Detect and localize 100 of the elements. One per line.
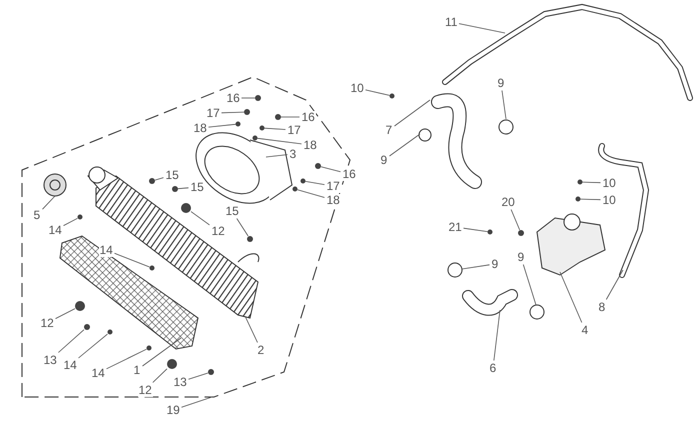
fastener-part bbox=[236, 122, 240, 126]
leader-line bbox=[63, 218, 78, 226]
fastener-part bbox=[576, 196, 580, 202]
leader-line bbox=[42, 196, 56, 210]
callout-number: 5 bbox=[32, 208, 42, 222]
leader-line bbox=[582, 182, 601, 184]
callout-number: 19 bbox=[166, 404, 181, 416]
callout-number: 3 bbox=[288, 148, 298, 160]
leader-line bbox=[510, 209, 520, 230]
callout-number: 1 bbox=[132, 364, 142, 376]
callout-number: 16 bbox=[226, 92, 241, 104]
fastener-part bbox=[150, 266, 154, 270]
fastener-part bbox=[172, 186, 178, 192]
leader-line bbox=[606, 270, 624, 300]
leader-line bbox=[55, 308, 76, 319]
callout-number: 14 bbox=[48, 224, 63, 236]
fastener-part bbox=[390, 94, 394, 98]
fastener-part bbox=[78, 214, 82, 220]
fastener-part bbox=[260, 126, 264, 130]
callout-number: 9 bbox=[380, 154, 388, 166]
callout-number: 12 bbox=[138, 384, 153, 396]
leader-line bbox=[188, 372, 208, 380]
callout-number: 15 bbox=[190, 180, 205, 194]
callout-number: 13 bbox=[42, 354, 58, 366]
leader-line bbox=[389, 134, 420, 156]
leader-line bbox=[305, 181, 325, 185]
leader-line bbox=[502, 90, 506, 120]
fastener-part bbox=[75, 301, 85, 311]
fastener-part bbox=[518, 230, 524, 236]
leader-line bbox=[522, 264, 536, 306]
callout-number: 8 bbox=[598, 300, 606, 314]
leader-line bbox=[244, 316, 258, 343]
callout-number: 21 bbox=[448, 220, 463, 234]
callout-number: 18 bbox=[326, 194, 341, 206]
leader-line bbox=[365, 90, 390, 96]
leader-line bbox=[181, 396, 212, 408]
fastener-part bbox=[578, 180, 582, 184]
leader-line bbox=[494, 310, 500, 361]
fastener-part bbox=[247, 236, 253, 242]
callout-number: 17 bbox=[286, 124, 302, 136]
callout-number: 14 bbox=[90, 366, 106, 380]
callout-number: 20 bbox=[500, 196, 516, 208]
callout-number: 14 bbox=[62, 358, 78, 372]
leader-line bbox=[394, 100, 430, 126]
leader-line bbox=[580, 198, 601, 200]
fastener-part bbox=[488, 230, 492, 234]
leader-line bbox=[257, 138, 302, 144]
fastener-part bbox=[244, 109, 250, 115]
callout-number: 17 bbox=[326, 180, 341, 192]
leader-line bbox=[458, 23, 506, 34]
leader-line bbox=[463, 228, 488, 232]
leader-line bbox=[208, 124, 236, 128]
callout-number: 10 bbox=[602, 176, 617, 190]
callout-number: 13 bbox=[172, 376, 188, 388]
leader-line bbox=[154, 177, 164, 180]
callout-number: 18 bbox=[192, 122, 208, 134]
leader-line bbox=[190, 211, 210, 226]
callout-number: 4 bbox=[580, 324, 590, 336]
fastener-part bbox=[149, 178, 155, 184]
leader-line bbox=[152, 368, 168, 383]
callout-number: 12 bbox=[210, 224, 226, 238]
leader-line bbox=[280, 116, 300, 118]
leader-line bbox=[142, 338, 182, 366]
leader-line bbox=[114, 252, 150, 268]
fastener-part bbox=[208, 369, 214, 375]
callout-number: 10 bbox=[602, 194, 617, 206]
fastener-part bbox=[300, 178, 306, 184]
fastener-part bbox=[108, 330, 112, 334]
leader-line bbox=[178, 187, 189, 190]
callout-number: 15 bbox=[164, 168, 180, 182]
callout-number: 7 bbox=[384, 124, 394, 136]
fastener-part bbox=[146, 346, 152, 350]
fastener-part bbox=[84, 324, 90, 330]
leader-line bbox=[297, 189, 325, 198]
fastener-part bbox=[252, 136, 258, 140]
callout-number: 9 bbox=[496, 76, 506, 90]
leader-line bbox=[560, 272, 582, 323]
leader-line bbox=[266, 154, 288, 158]
fastener-part bbox=[167, 359, 177, 369]
callout-number: 15 bbox=[224, 204, 240, 218]
leader-line bbox=[58, 329, 84, 353]
fastener-part bbox=[292, 186, 298, 192]
fastener-part bbox=[255, 95, 261, 101]
callout-number: 16 bbox=[342, 168, 357, 180]
callout-number: 18 bbox=[302, 138, 318, 152]
callout-number: 2 bbox=[256, 344, 266, 356]
callout-number: 6 bbox=[488, 362, 498, 374]
fastener-part bbox=[181, 203, 191, 213]
leader-line bbox=[462, 264, 490, 270]
fastener-part bbox=[315, 163, 321, 169]
callout-number: 17 bbox=[206, 106, 221, 120]
callout-number: 16 bbox=[300, 110, 316, 124]
leader-line bbox=[106, 348, 147, 370]
callout-number: 9 bbox=[516, 250, 526, 264]
leader-line bbox=[221, 112, 244, 114]
leader-line bbox=[78, 334, 108, 358]
fastener-part bbox=[275, 114, 281, 120]
leader-line bbox=[236, 218, 248, 236]
leader-line bbox=[264, 128, 286, 130]
callout-number: 12 bbox=[40, 316, 55, 330]
